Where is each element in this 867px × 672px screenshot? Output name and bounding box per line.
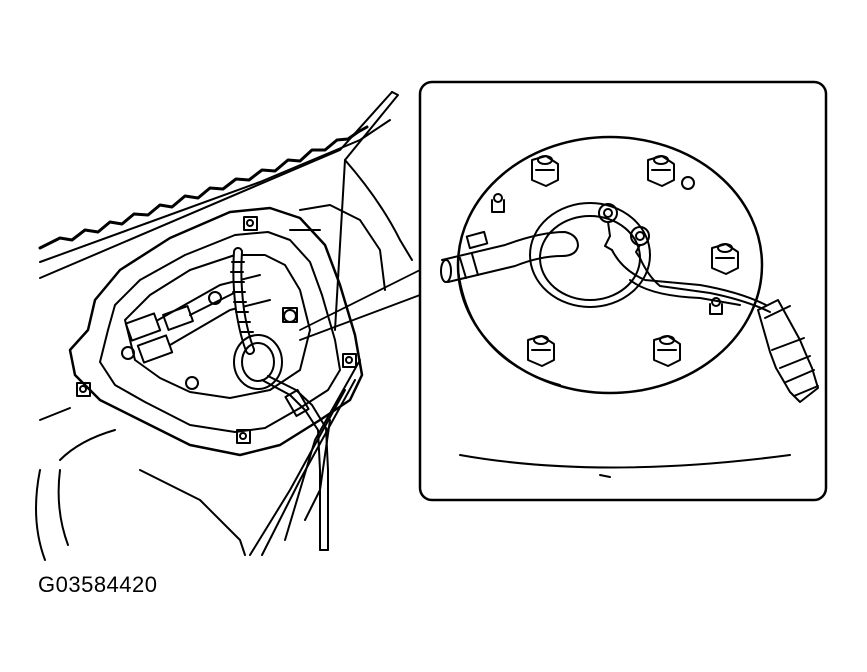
access-hole-rim-inner [100,232,340,432]
terminal-lead [636,245,640,258]
inset-frame [420,82,826,500]
fuel-hose [190,290,240,315]
tank-surface-arc [600,475,610,477]
fuel-hose [158,275,260,320]
rim-bolt-hole [240,433,246,439]
pump-center-boss-inner [540,216,640,300]
pump-wire-harness [640,258,770,312]
pump-bolt [209,292,221,304]
flange-nut [654,336,680,366]
flange-nut [528,336,554,366]
harness-wire [268,376,328,550]
detail-inset [420,82,826,500]
pump-bolt [284,310,296,322]
harness-ribs [231,262,253,332]
body-panel-line [59,470,68,545]
fuel-outlet-clip [467,232,487,248]
fuel-hose [170,300,270,345]
carpet-edge-inner [40,120,390,262]
body-panel-line [36,470,45,560]
flange-nut [712,244,738,274]
harness-connector [285,390,308,416]
fuel-outlet-pipe-band [460,254,478,278]
fuel-outlet-pipe [442,232,578,282]
terminal-stud [604,209,612,217]
corrugated-harness-inner [237,252,250,350]
rim-bolt [77,383,90,396]
vehicle-floor-view [36,92,412,560]
pump-bolt [186,377,198,389]
terminal-stud [636,232,644,240]
body-panel-line [300,205,385,290]
access-hole-rim-outer [70,208,362,455]
pump-electrical-connector [758,300,818,402]
rim-bolt-hole [346,357,352,363]
terminal-lead [605,222,612,250]
flange-nut [532,156,558,186]
body-panel-line [140,470,245,555]
flange-stud [710,304,722,314]
pump-wire-harness [612,250,766,305]
rim-bolt [244,217,257,230]
rim-bolt-hole [247,220,253,226]
pump-wire-harness [630,280,740,305]
body-panel-line [40,408,70,420]
leader-line [300,295,420,340]
pump-flange [458,137,762,393]
pump-center-boss [530,203,650,307]
flange-stud [492,200,504,212]
flange-stud [682,177,694,189]
pump-flange-edge [458,270,560,385]
carpet-edge [40,127,367,248]
rim-bolt-hole [80,386,86,392]
fuel-outlet-pipe-end [441,260,451,282]
harness-grommet [234,335,282,389]
body-panel-line [335,92,398,330]
leader-line [300,270,420,330]
body-panel-line [40,92,392,278]
flange-nut [648,156,674,186]
rim-bolt [343,354,356,367]
body-panel-line [345,160,412,260]
rim-bolt [237,430,250,443]
tank-surface-arc [460,455,790,468]
flange-stud [494,194,502,202]
figure-code: G03584420 [38,572,158,597]
body-panel-line [250,390,345,555]
body-panel-line [285,360,360,540]
pump-connector [138,335,172,362]
pump-connector [126,313,160,340]
body-panel-line [60,430,115,460]
access-hole-recess [125,255,310,398]
body-panel-line [262,380,355,555]
pump-bolt [122,347,134,359]
pump-bolt [283,308,297,322]
harness-grommet-inner [242,343,274,381]
harness-wire [262,380,320,550]
